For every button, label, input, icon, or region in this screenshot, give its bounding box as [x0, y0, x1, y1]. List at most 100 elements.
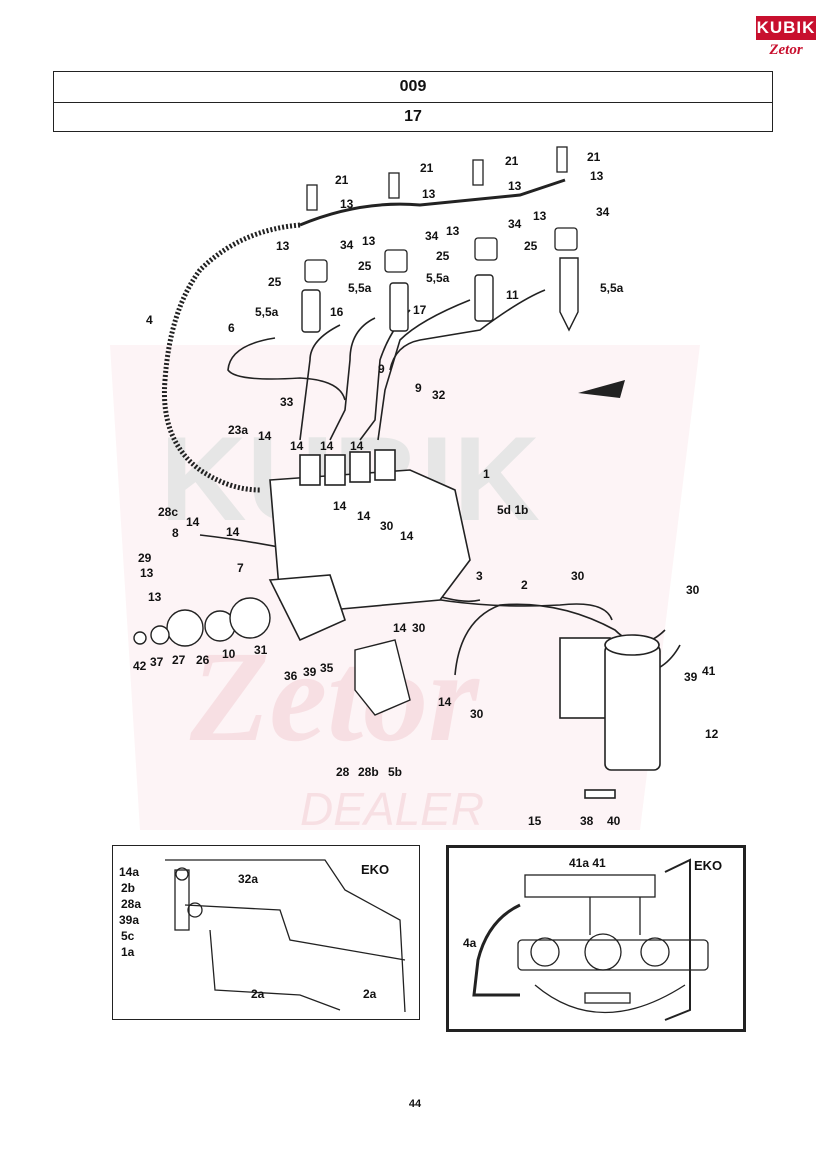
callout-11: 11 [506, 288, 519, 302]
callout-42: 42 [133, 659, 147, 673]
callout-23a: 23a [228, 423, 248, 437]
callout-9: 9 [378, 362, 385, 376]
callout-32: 32 [432, 388, 446, 402]
callout-10: 10 [222, 647, 236, 661]
callout-36: 36 [284, 669, 298, 683]
bolts [306, 146, 568, 211]
watermark-sub: Zetor [189, 625, 480, 769]
drive-gear-parts [133, 597, 271, 647]
callout-21: 21 [587, 150, 601, 164]
callout-34: 34 [508, 217, 522, 231]
inset-label: 4a [463, 936, 477, 950]
callout-5d-1b: 5d 1b [497, 503, 528, 517]
callout-34: 34 [340, 238, 354, 252]
callout-14: 14 [320, 439, 334, 453]
callout-5b: 5b [388, 765, 402, 779]
callout-28c: 28c [158, 505, 178, 519]
inset-title: EKO [694, 858, 723, 873]
governor-housing [354, 639, 411, 716]
callout-41: 41 [702, 664, 716, 678]
inset-label: 2a [363, 987, 377, 1001]
callout-13: 13 [140, 566, 154, 580]
callout-13: 13 [422, 187, 436, 201]
callout-13: 13 [148, 590, 162, 604]
callout-39: 39 [303, 665, 317, 679]
callout-31: 31 [254, 643, 268, 657]
page-number: 44 [408, 1098, 422, 1110]
callout-40: 40 [607, 814, 621, 828]
callout-17: 17 [413, 303, 427, 317]
callout-9: 9 [415, 381, 422, 395]
inset-label: 2a [251, 987, 265, 1001]
clamps [304, 227, 578, 283]
callout-5-5a: 5,5a [348, 281, 372, 295]
callout-2: 2 [521, 578, 528, 592]
callout-21: 21 [420, 161, 434, 175]
injectors [301, 257, 579, 333]
eko-inset-left: EKO 14a 2b 28a 39a 5c 1a 32a 2a 2a [112, 845, 420, 1020]
callout-34: 34 [596, 205, 610, 219]
callout-14: 14 [226, 525, 240, 539]
callout-1: 1 [483, 467, 490, 481]
group-code: 009 [54, 72, 772, 103]
callout-3: 3 [476, 569, 483, 583]
logo-brand-text: KUBIK [756, 16, 816, 40]
callout-26: 26 [196, 653, 210, 667]
callout-29: 29 [138, 551, 152, 565]
callout-14: 14 [258, 429, 272, 443]
eko-inset-right: EKO 41a 41 4a [446, 845, 746, 1032]
callout-30: 30 [571, 569, 585, 583]
callout-5-5a: 5,5a [600, 281, 624, 295]
callout-25: 25 [436, 249, 450, 263]
callout-30: 30 [412, 621, 426, 635]
callout-13: 13 [446, 224, 460, 238]
callout-13: 13 [508, 179, 522, 193]
callout-38: 38 [580, 814, 594, 828]
callout-13: 13 [590, 169, 604, 183]
callout-15: 15 [528, 814, 542, 828]
callout-14: 14 [400, 529, 414, 543]
callout-6: 6 [228, 321, 235, 335]
callout-14: 14 [393, 621, 407, 635]
callout-28: 28 [336, 765, 350, 779]
callout-14: 14 [186, 515, 200, 529]
callout-13: 13 [276, 239, 290, 253]
callout-13: 13 [340, 197, 354, 211]
direction-arrows-icon [578, 380, 625, 398]
callout-4: 4 [146, 313, 153, 327]
callout-13: 13 [533, 209, 547, 223]
callout-30: 30 [686, 583, 700, 597]
callout-5-5a: 5,5a [426, 271, 450, 285]
callout-14: 14 [333, 499, 347, 513]
callout-21: 21 [505, 154, 519, 168]
callout-39: 39 [684, 670, 698, 684]
inset-left-drawing [165, 859, 406, 1013]
callout-25: 25 [268, 275, 282, 289]
callout-28b: 28b [358, 765, 379, 779]
callout-37: 37 [150, 655, 164, 669]
inset-label: 39a [119, 913, 140, 927]
inset-label: 28a [121, 897, 142, 911]
injection-pump [268, 449, 471, 642]
inset-label: 41a 41 [569, 856, 606, 870]
callout-21: 21 [335, 173, 349, 187]
logo-sub-text: Zetor [769, 42, 803, 58]
inset-label: 1a [121, 945, 135, 959]
callout-30: 30 [380, 519, 394, 533]
callout-34: 34 [425, 229, 439, 243]
fuel-filter [559, 634, 661, 799]
callout-12: 12 [705, 727, 719, 741]
callout-13: 13 [362, 234, 376, 248]
inset-label: 2b [121, 881, 136, 895]
callout-16: 16 [330, 305, 344, 319]
callout-14: 14 [350, 439, 364, 453]
figure-code: 17 [404, 108, 422, 125]
callout-25: 25 [358, 259, 372, 273]
inset-label: 14a [119, 865, 140, 879]
callout-8: 8 [172, 526, 179, 540]
callout-14: 14 [438, 695, 452, 709]
title-table: 009 17 [53, 71, 773, 132]
callout-30: 30 [470, 707, 484, 721]
callout-14: 14 [290, 439, 304, 453]
